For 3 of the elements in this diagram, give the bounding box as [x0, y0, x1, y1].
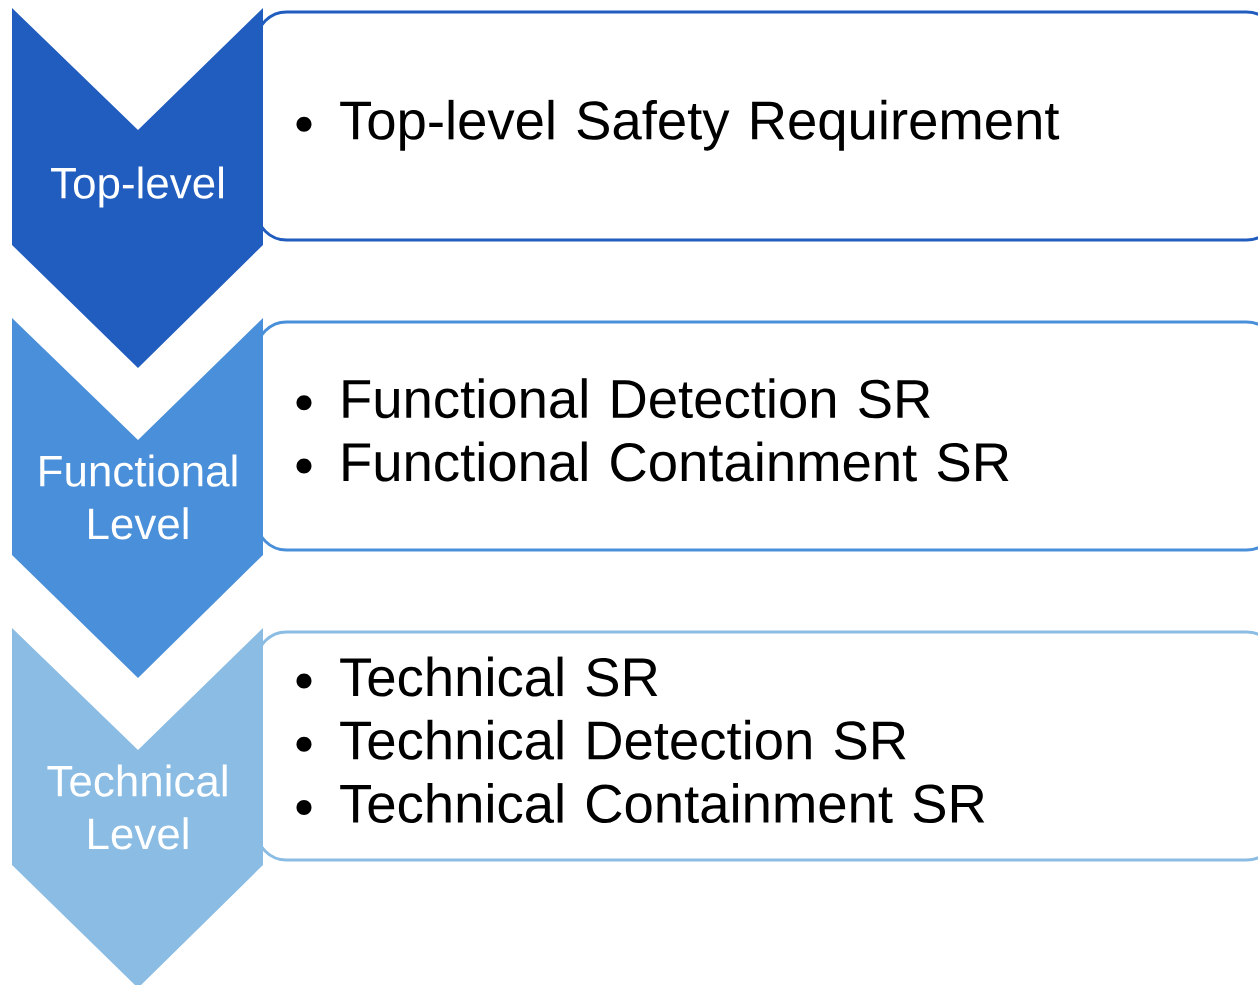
level-banner: Functional Level: [12, 318, 263, 678]
level-banner: Top-level: [12, 8, 263, 368]
level-banner: Technical Level: [12, 628, 263, 985]
